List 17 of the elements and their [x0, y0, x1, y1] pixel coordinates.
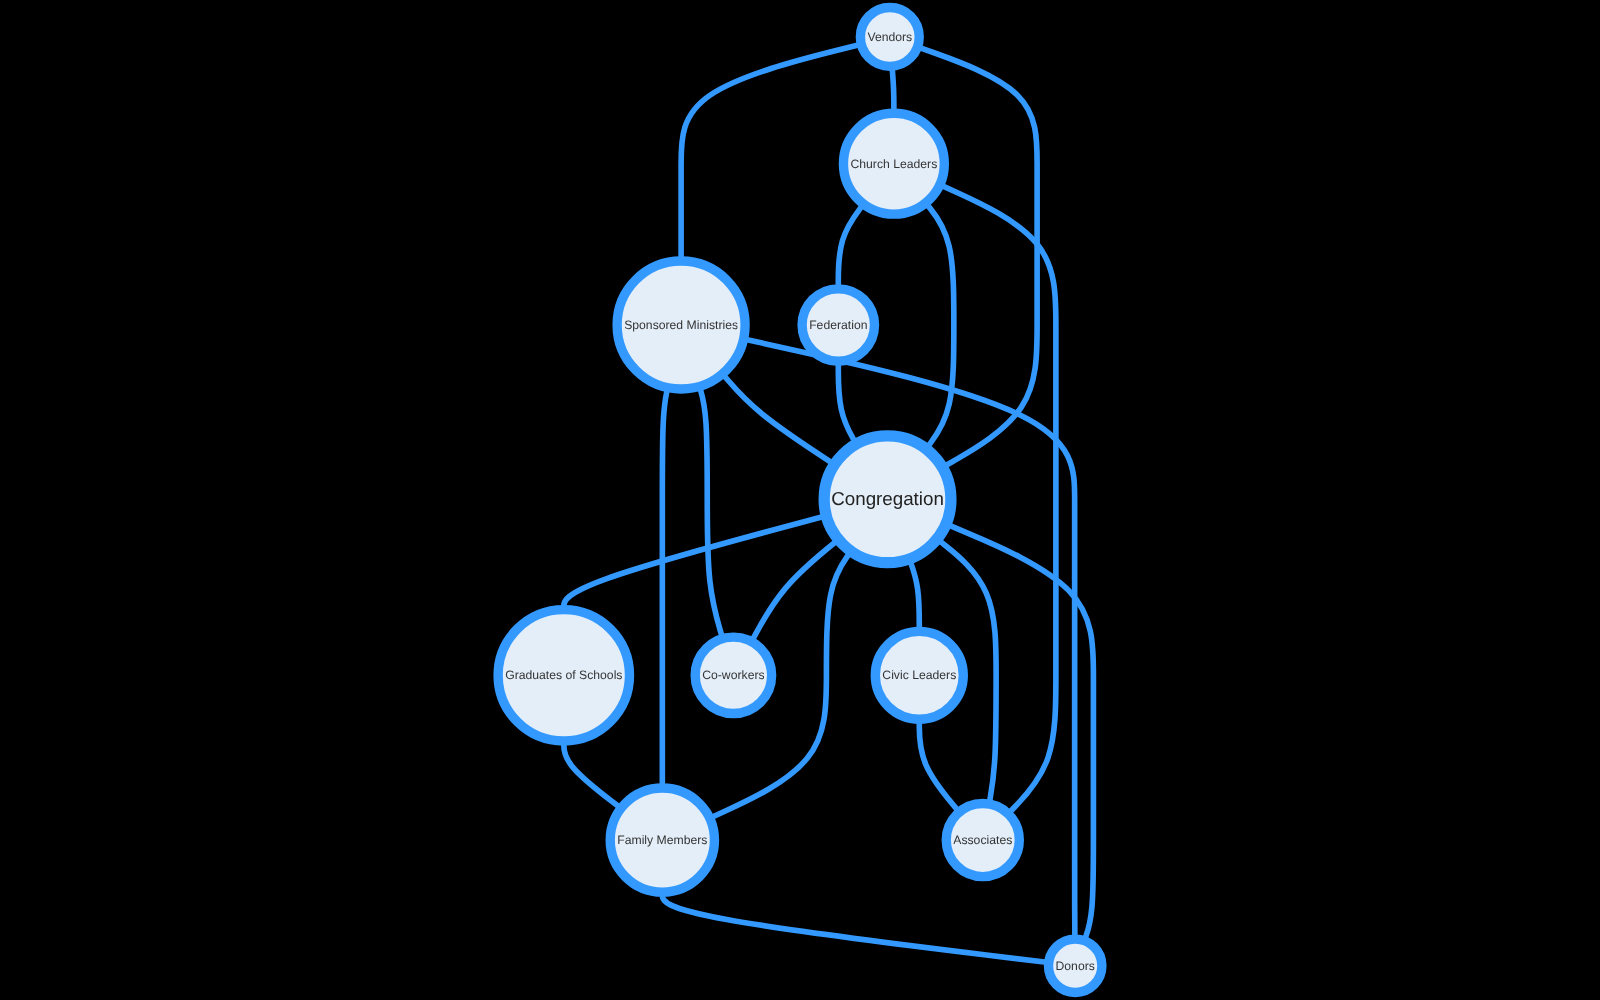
connector — [944, 521, 1097, 942]
connector — [916, 719, 962, 814]
connector — [923, 201, 957, 451]
connector — [720, 372, 837, 467]
connector — [938, 182, 1059, 816]
connector — [659, 387, 671, 788]
connector — [696, 385, 726, 640]
connector — [749, 537, 841, 643]
connector — [708, 549, 854, 821]
connector — [835, 361, 859, 446]
connector — [935, 536, 999, 805]
connector — [678, 41, 862, 262]
connector — [561, 741, 623, 811]
connector — [659, 892, 1050, 966]
connector — [835, 202, 866, 289]
connector — [916, 44, 1040, 470]
node-circle: Congregation — [818, 430, 957, 569]
